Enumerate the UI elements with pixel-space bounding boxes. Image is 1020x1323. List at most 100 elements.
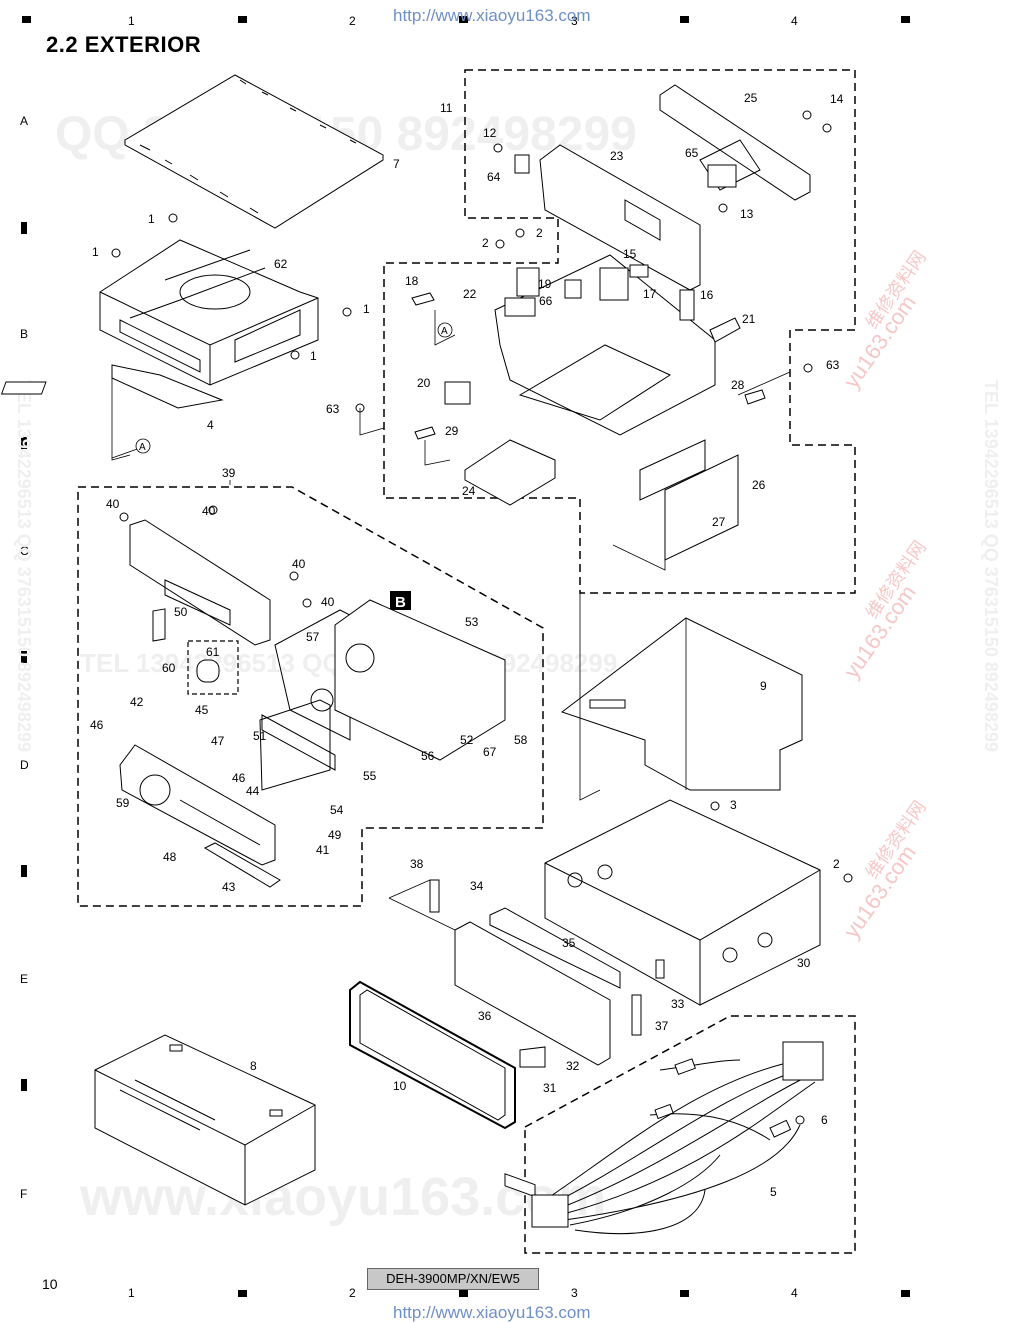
part-label: 31 <box>543 1081 557 1095</box>
part-front-chassis <box>129 519 506 761</box>
row-letter-d: D <box>20 758 29 772</box>
part-label: 56 <box>421 749 435 763</box>
circle-ref-a-label: A <box>441 326 448 337</box>
part-faceplate <box>119 608 336 888</box>
model-name-badge: DEH-3900MP/XN/EW5 <box>367 1268 539 1290</box>
part-label: 57 <box>306 630 320 644</box>
part-label: 18 <box>405 274 419 288</box>
part-label: 38 <box>410 857 424 871</box>
page-number: 10 <box>42 1276 58 1292</box>
part-label: 46 <box>90 718 104 732</box>
column-number-4-bottom: 4 <box>791 1286 798 1300</box>
part-label: 41 <box>316 843 330 857</box>
part-label: 53 <box>465 615 479 629</box>
grid-marker <box>680 1290 689 1297</box>
screws <box>111 110 853 1125</box>
part-label: 40 <box>321 595 335 609</box>
grid-marker <box>459 1290 468 1297</box>
part-label: 15 <box>623 247 637 261</box>
part-label: 17 <box>643 287 657 301</box>
part-label: 10 <box>393 1079 407 1093</box>
row-letter-e: E <box>20 972 29 986</box>
part-label: 23 <box>610 149 624 163</box>
part-label: 58 <box>514 733 528 747</box>
part-label: 13 <box>740 207 754 221</box>
part-label: 1 <box>92 245 99 259</box>
part-label: 35 <box>562 936 576 950</box>
row-marker <box>21 222 27 234</box>
part-label: 52 <box>460 733 474 747</box>
part-label: 6 <box>821 1113 828 1127</box>
grid-marker <box>901 16 910 23</box>
section-title: 2.2 EXTERIOR <box>46 32 202 57</box>
part-components-a <box>411 154 766 561</box>
circle-ref-a: A A <box>135 322 453 454</box>
grid-marker <box>22 16 31 23</box>
row-letter-f: F <box>20 1187 28 1201</box>
part-label: 21 <box>742 312 756 326</box>
part-label: 33 <box>671 997 685 1011</box>
part-label: 39 <box>222 466 236 480</box>
row-marker <box>21 1079 27 1091</box>
part-label: 7 <box>393 157 400 171</box>
part-label: 22 <box>463 287 477 301</box>
column-number-3-bottom: 3 <box>571 1286 578 1300</box>
part-label: 34 <box>470 879 484 893</box>
part-label: 42 <box>130 695 144 709</box>
part-label: 40 <box>202 504 216 518</box>
part-front-body <box>429 879 642 1198</box>
part-number-labels: 1 1 1 1 2 2 2 3 4 5 6 7 8 9 10 11 12 13 … <box>90 91 844 1199</box>
part-label: 40 <box>292 557 306 571</box>
part-label: 14 <box>830 92 844 106</box>
circle-ref-a-label: A <box>139 442 146 453</box>
grid-marker <box>238 16 247 23</box>
part-label: 8 <box>250 1059 257 1073</box>
row-marker <box>21 865 27 877</box>
part-label: 61 <box>206 645 220 659</box>
part-label: 46 <box>232 771 246 785</box>
part-chassis <box>544 799 821 1006</box>
part-bracket <box>539 84 811 291</box>
part-cd-mechanism <box>99 239 319 386</box>
part-label: 2 <box>536 226 543 240</box>
part-label: 47 <box>211 734 225 748</box>
column-number-1: 1 <box>128 14 135 28</box>
part-label: 2 <box>482 236 489 250</box>
section-b-boundary <box>77 486 544 907</box>
source-url-top[interactable]: http://www.xiaoyu163.com <box>393 6 591 25</box>
column-number-2-bottom: 2 <box>349 1286 356 1300</box>
part-label: 40 <box>106 497 120 511</box>
source-url-bottom[interactable]: http://www.xiaoyu163.com <box>393 1303 591 1322</box>
part-label: 19 <box>538 277 552 291</box>
part-label: 25 <box>744 91 758 105</box>
part-label: 51 <box>253 729 267 743</box>
part-label: 12 <box>483 126 497 140</box>
part-label: 4 <box>207 418 214 432</box>
part-label: 2 <box>833 857 840 871</box>
part-label: 29 <box>445 424 459 438</box>
part-top-cover <box>123 74 384 229</box>
part-label: 1 <box>363 302 370 316</box>
part-label: 1 <box>148 212 155 226</box>
part-label: 9 <box>760 679 767 693</box>
section-b-tag-label: B <box>395 594 406 611</box>
part-label: 5 <box>770 1185 777 1199</box>
part-insulation <box>560 617 803 791</box>
row-letter-a: A <box>20 114 29 128</box>
red-watermarks: yu163.com yu163.com yu163.com 维修资料网 维修资料… <box>839 247 930 943</box>
watermark-side-right: TEL 13942296513 QQ 376315150 892498299 <box>981 380 1001 752</box>
part-label: 30 <box>797 956 811 970</box>
grid-marker <box>238 1290 247 1297</box>
part-label: 27 <box>712 515 726 529</box>
grid-marker <box>901 1290 910 1297</box>
column-number-3: 3 <box>571 14 578 28</box>
watermark-www-bottom: www.xiaoyu163.com <box>79 1167 606 1227</box>
part-label: 3 <box>730 798 737 812</box>
grid-marker <box>459 16 468 23</box>
part-label: 43 <box>222 880 236 894</box>
part-label: 37 <box>655 1019 669 1033</box>
part-label: 48 <box>163 850 177 864</box>
watermark-side-left: TEL 13942296513 QQ 376315150 892498299 <box>14 380 34 752</box>
part-label: 24 <box>462 484 476 498</box>
